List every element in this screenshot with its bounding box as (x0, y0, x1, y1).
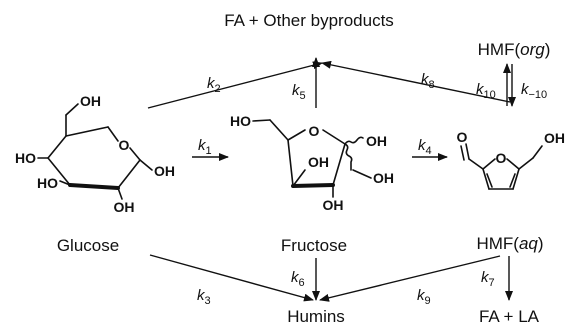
glucose-oh-c2: OH (114, 199, 135, 215)
k5-label: k5 (292, 82, 306, 102)
k2-label: k2 (207, 75, 221, 95)
hmf-structure: O O OH (457, 129, 565, 190)
k7-label: k7 (481, 269, 495, 289)
glucose-ring-oxygen: O (119, 137, 130, 153)
humins-label: Humins (287, 307, 345, 326)
k9-label: k9 (417, 287, 431, 307)
hmf-ring-oxygen: O (496, 150, 507, 166)
fructose-oh-c4: OH (308, 154, 329, 170)
arrow-k3 (149, 254, 314, 302)
k6-label: k6 (291, 269, 305, 289)
glucose-ho-c3: HO (37, 175, 58, 191)
byproducts-label: FA + Other byproducts (224, 11, 394, 30)
arrow-k2 (147, 61, 323, 109)
arrow-k8 (321, 60, 511, 103)
hmf-org-label: HMF(org) (478, 40, 551, 59)
fructose-ho-c6: HO (230, 113, 251, 129)
k1-label: k1 (198, 137, 212, 157)
k4-label: k4 (418, 137, 432, 157)
fructose-label: Fructose (281, 236, 347, 255)
k10-label: k10 (476, 81, 496, 101)
k8-label: k8 (421, 71, 435, 91)
fructose-oh-c1: OH (373, 170, 394, 186)
fructose-ring-oxygen: O (309, 123, 320, 139)
glucose-label: Glucose (57, 236, 119, 255)
hmf-oh: OH (544, 130, 565, 146)
fructose-oh-c2: OH (366, 133, 387, 149)
k3-label: k3 (197, 287, 211, 307)
hmf-aq-label: HMF(aq) (476, 234, 543, 253)
arrow-k9 (319, 255, 501, 302)
fa-la-label: FA + LA (479, 307, 540, 326)
fructose-structure: O HO OH OH OH OH (230, 113, 394, 213)
glucose-structure: O OH HO HO OH OH (15, 93, 175, 215)
glucose-oh-c1: OH (154, 163, 175, 179)
glucose-oh-c6: OH (80, 93, 101, 109)
hmf-aldehyde-oxygen: O (457, 129, 468, 145)
k-10-label: k−10 (521, 81, 547, 101)
fructose-oh-c3: OH (323, 197, 344, 213)
glucose-ho-c4: HO (15, 150, 36, 166)
